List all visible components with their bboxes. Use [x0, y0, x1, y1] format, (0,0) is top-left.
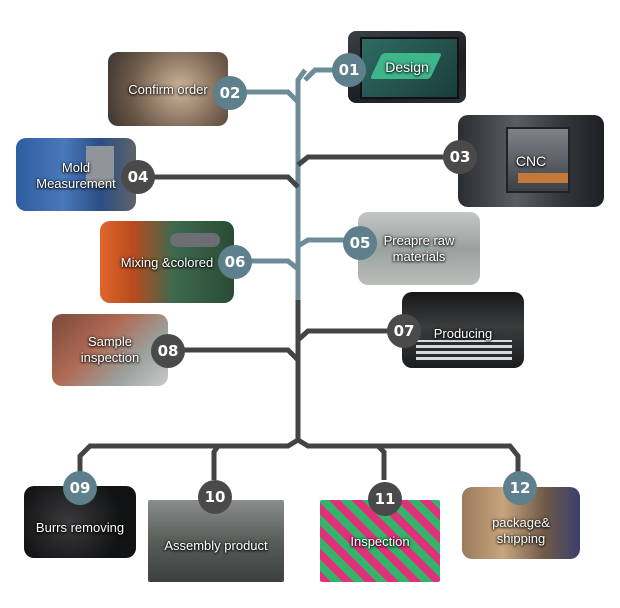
step-01-photo: Design [348, 31, 466, 103]
connector-02 [240, 89, 300, 104]
step-08-label: Sample inspection [80, 334, 140, 365]
step-03-label: CNC [515, 153, 547, 169]
step-11-badge: 11 [368, 482, 402, 516]
step-07-label: Producing [433, 326, 493, 341]
step-05-photo: Preapre raw materials [358, 212, 480, 285]
step-03-photo: CNC [458, 115, 604, 207]
step-09-badge: 09 [63, 471, 97, 505]
step-12-label: package& shipping [492, 515, 550, 546]
step-02-label: Confirm order [128, 82, 208, 97]
step-04-badge: 04 [121, 160, 155, 194]
connector-01 [303, 67, 340, 82]
step-05-label: Preapre raw materials [383, 233, 455, 264]
mold-machine-panel [86, 146, 114, 186]
step-01-badge: 01 [332, 53, 366, 87]
step-03-badge: 03 [443, 140, 477, 174]
step-07-badge: 07 [387, 314, 421, 348]
step-06-label: Mixing &colored [120, 255, 214, 270]
bottom-branch-10 [211, 444, 221, 480]
step-04-label: Mold Measurement [36, 160, 116, 191]
connector-03 [296, 154, 445, 167]
step-06-badge: 06 [218, 245, 252, 279]
step-02-photo: Confirm order [108, 52, 228, 126]
step-04-photo: Mold Measurement [16, 138, 136, 211]
step-02-badge: 02 [213, 76, 247, 110]
cnc-bed [518, 173, 568, 183]
bottom-branch-11 [376, 444, 387, 480]
step-10-badge: 10 [198, 480, 232, 514]
step-06-photo: Mixing &colored [100, 221, 234, 303]
step-09-label: Burrs removing [35, 520, 125, 535]
step-10-label: Assembly product [164, 538, 268, 553]
bottom-branch-right [296, 437, 521, 472]
step-05-badge: 05 [343, 226, 377, 260]
mixing-roller [170, 233, 220, 247]
producing-stripes [416, 340, 512, 360]
step-07-photo: Producing [402, 292, 524, 368]
connector-07 [296, 328, 392, 342]
connector-05 [296, 237, 345, 249]
connector-06 [248, 258, 300, 271]
connector-04 [150, 174, 300, 189]
step-12-badge: 12 [503, 471, 537, 505]
step-01-label: Design [385, 59, 429, 75]
step-11-label: Inspection [350, 534, 410, 549]
step-08-photo: Sample inspection [52, 314, 168, 386]
bottom-branch-left [77, 437, 300, 472]
connector-08 [178, 347, 300, 362]
step-08-badge: 08 [151, 334, 185, 368]
